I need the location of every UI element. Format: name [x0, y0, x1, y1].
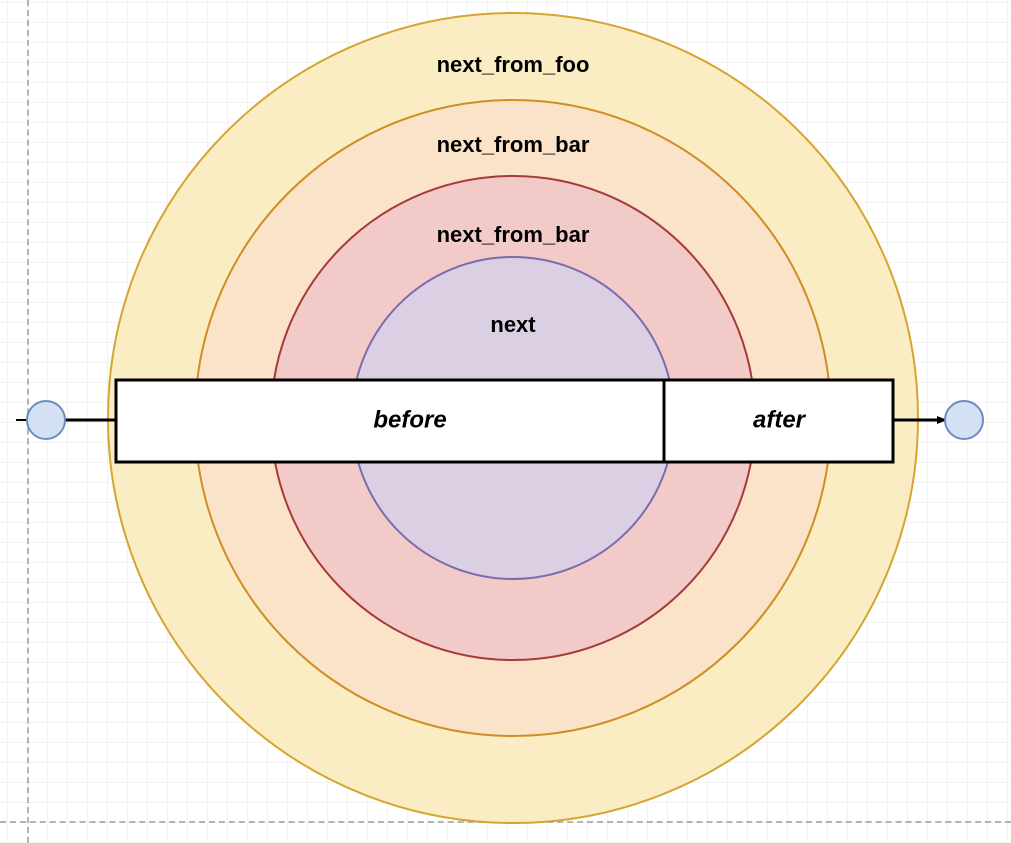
- before-after-box-frame[interactable]: [114, 378, 895, 464]
- ring-next-from-bar-inner-label: next_from_bar: [437, 222, 590, 247]
- ring-next-label: next: [490, 312, 536, 337]
- ring-next-from-bar-outer-label: next_from_bar: [437, 132, 590, 157]
- endpoint-end[interactable]: [944, 400, 984, 440]
- endpoint-start[interactable]: [26, 400, 66, 440]
- segment-before-label: before: [373, 406, 446, 433]
- ring-next-from-foo-label: next_from_foo: [437, 52, 590, 77]
- segment-after-label: after: [753, 406, 807, 433]
- before-after-box[interactable]: before after: [114, 378, 895, 464]
